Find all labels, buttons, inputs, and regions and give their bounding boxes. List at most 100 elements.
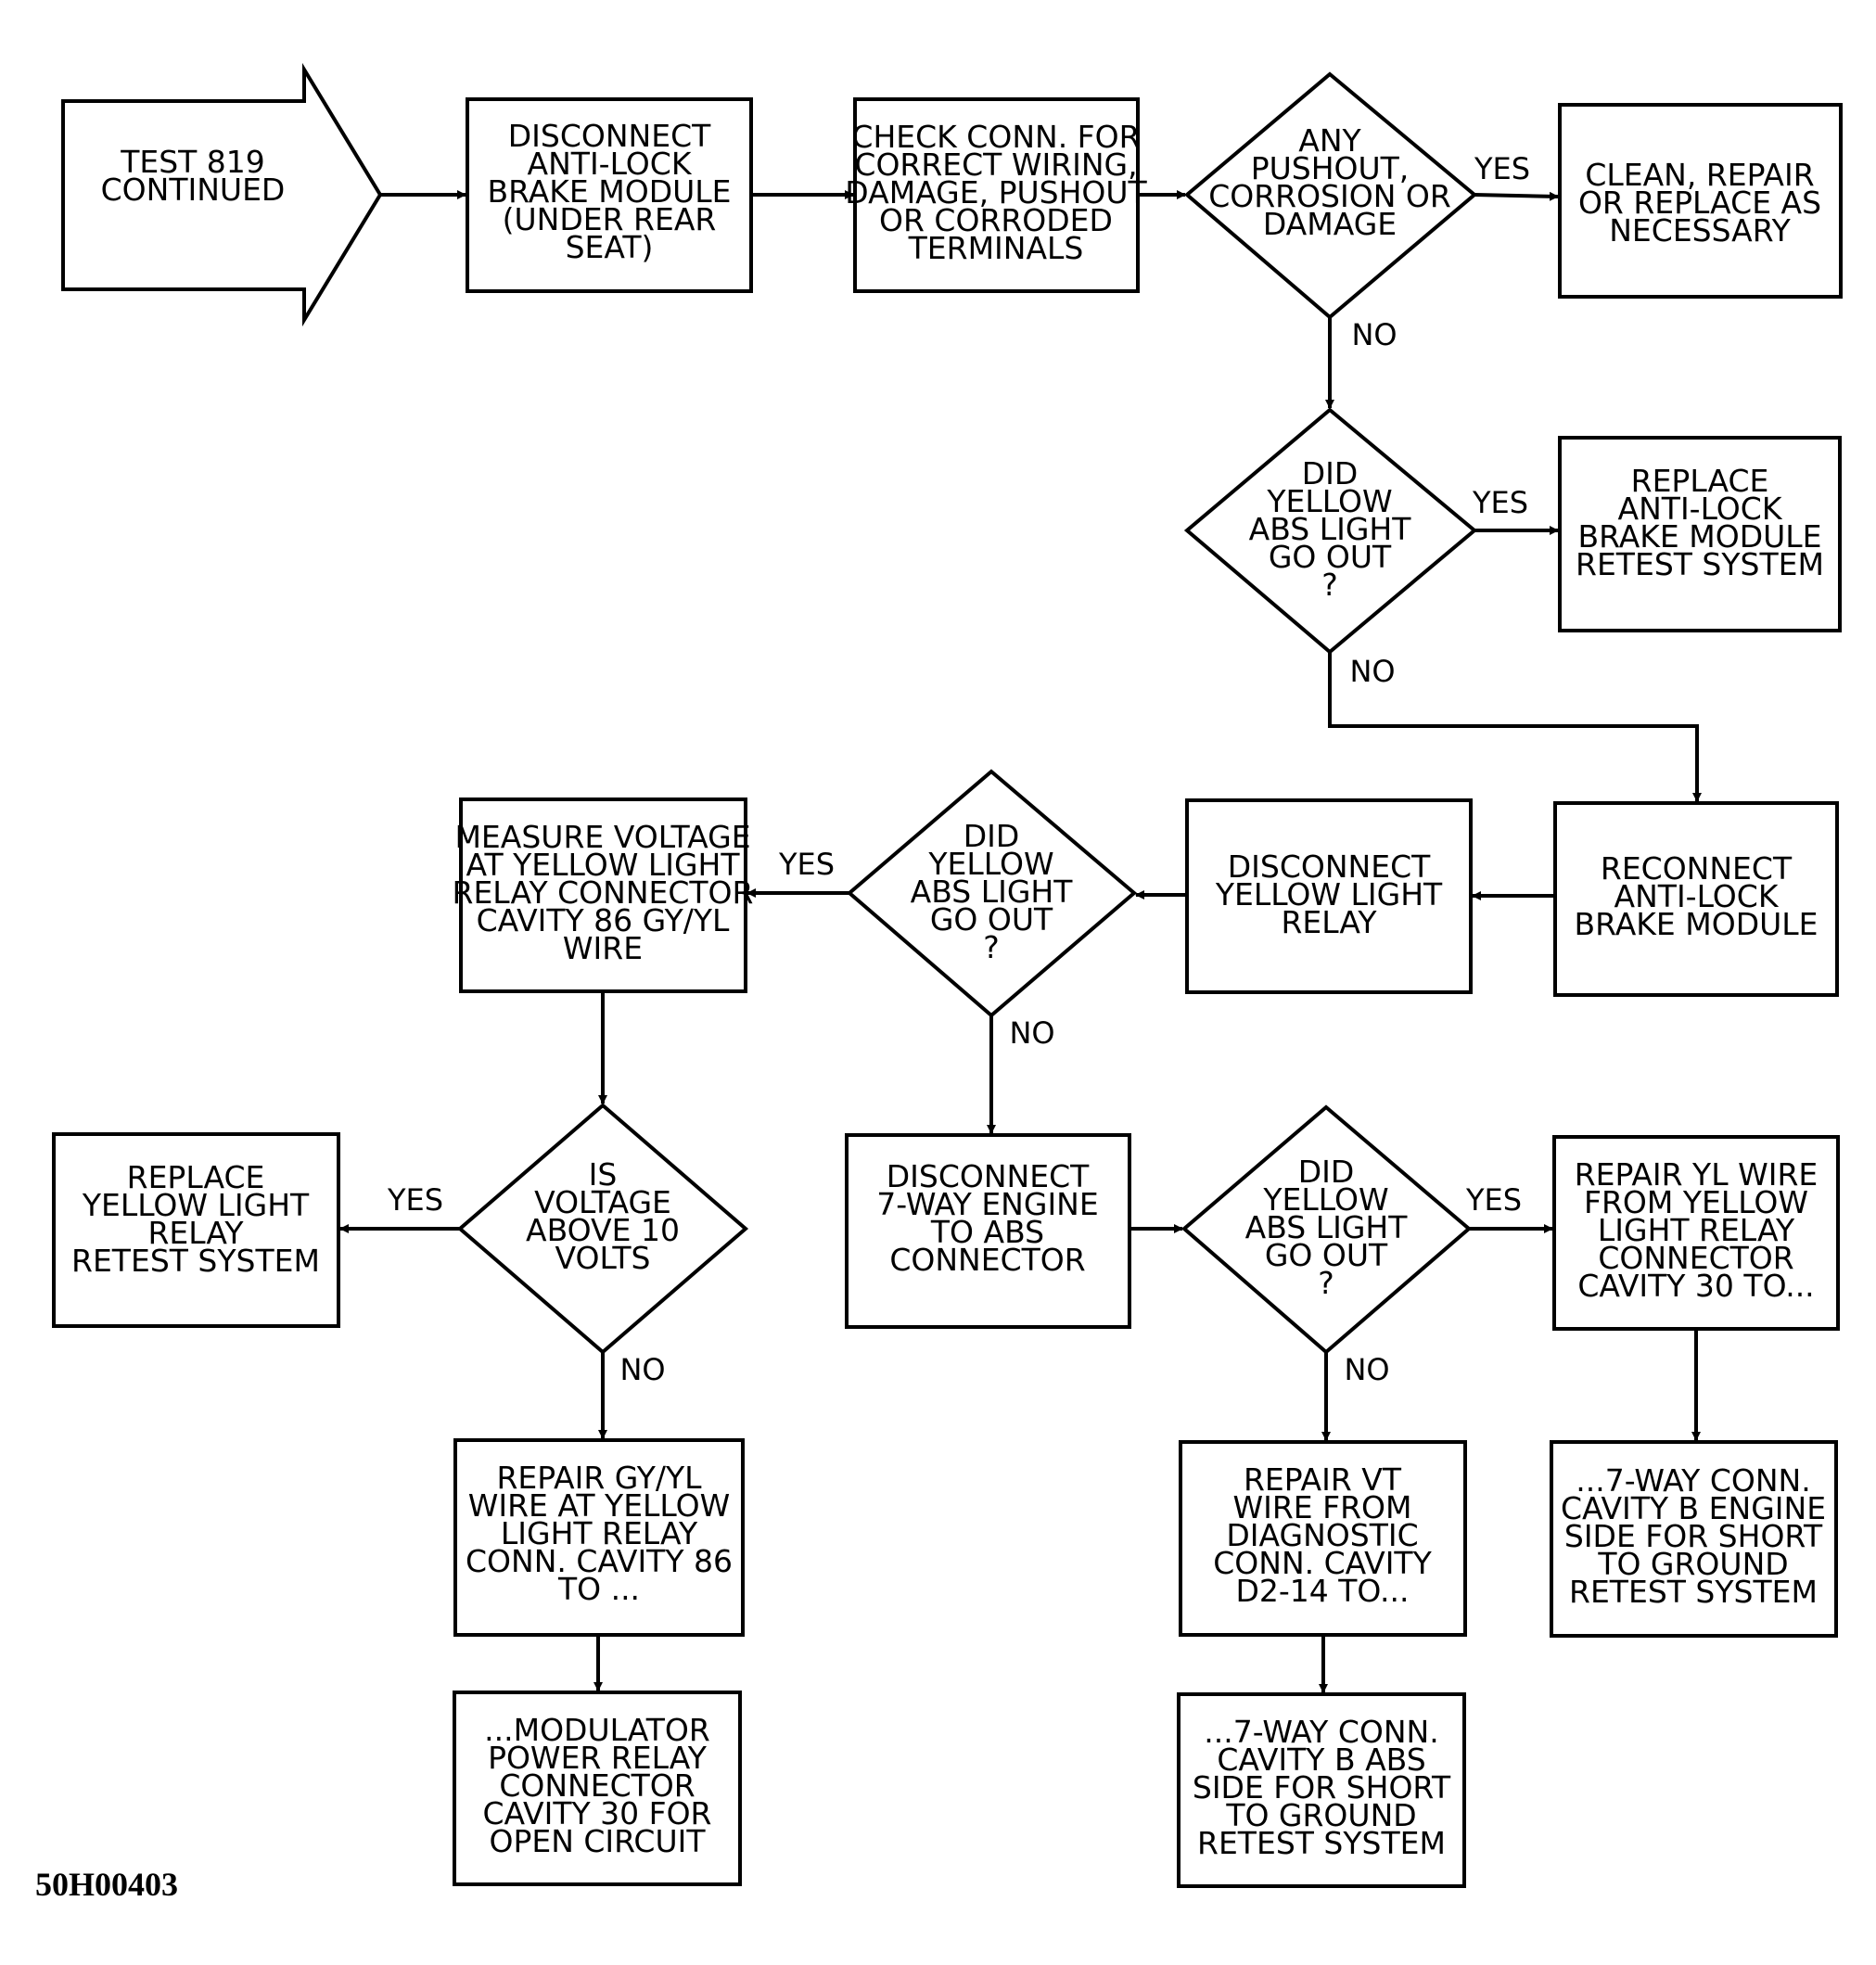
node-text-line: ANTI-LOCK xyxy=(528,146,693,182)
label-light3-no: NO xyxy=(1344,1352,1389,1387)
label-pushout-no: NO xyxy=(1351,317,1397,352)
node-text-line: CLEAN, REPAIR xyxy=(1585,157,1814,193)
node-text-line: CAVITY B ABS xyxy=(1217,1742,1425,1778)
node-text-line: TO GROUND xyxy=(1597,1546,1788,1582)
node-text-line: WIRE xyxy=(563,930,643,966)
node-text-line: POWER RELAY xyxy=(488,1740,708,1776)
node-text-line: LIGHT RELAY xyxy=(501,1515,698,1551)
node-text-line: ANY xyxy=(1298,122,1361,159)
node-text-line: ? xyxy=(983,929,1000,965)
label-light2-yes: YES xyxy=(778,847,835,882)
reconnect-module-box xyxy=(1553,801,1839,997)
label-light3-yes: YES xyxy=(1465,1182,1522,1218)
check-conn-box xyxy=(853,97,1140,293)
node-text-line: YELLOW xyxy=(1262,1181,1388,1218)
node-text-line: CHECK CONN. FOR xyxy=(851,119,1140,155)
node-text-line: REPAIR GY/YL xyxy=(496,1460,702,1496)
node-text-line: DIAGNOSTIC xyxy=(1226,1517,1418,1553)
node-text-line: CONNECTOR xyxy=(889,1242,1085,1278)
node-text-line: RECONNECT xyxy=(1601,850,1793,887)
label-light2-no: NO xyxy=(1009,1015,1054,1051)
node-text-line: CAVITY 30 FOR xyxy=(483,1795,712,1831)
node-text-line: CONTINUED xyxy=(101,172,286,208)
node-text-line: TO GROUND xyxy=(1225,1797,1416,1833)
node-text-line: YELLOW xyxy=(927,846,1053,882)
node-text-line: ...7-WAY CONN. xyxy=(1204,1714,1438,1750)
node-text-line: SIDE FOR SHORT xyxy=(1564,1518,1823,1554)
figure-code: 50H00403 xyxy=(35,1866,178,1903)
node-text-line: CAVITY 86 GY/YL xyxy=(477,902,730,938)
node-text-line: OR REPLACE AS xyxy=(1578,185,1821,221)
disconnect-relay-box xyxy=(1185,798,1473,994)
repair-vt-box xyxy=(1179,1440,1467,1637)
node-text-line: DISCONNECT xyxy=(1228,849,1431,885)
node-text-line: RETEST SYSTEM xyxy=(1576,546,1824,582)
node-text-line: DAMAGE, PUSHOUT xyxy=(845,174,1147,211)
node-text-line: CONN. CAVITY 86 xyxy=(466,1543,733,1579)
node-text-line: YELLOW xyxy=(1266,483,1392,519)
disconnect-7way-box xyxy=(845,1133,1131,1329)
node-text-line: IS xyxy=(589,1156,618,1193)
repair-yl-box xyxy=(1552,1135,1840,1331)
node-text-line: GO OUT xyxy=(1269,539,1392,575)
node-text-line: CORROSION OR xyxy=(1208,178,1451,214)
clean-repair-box xyxy=(1558,103,1843,299)
replace-module-box xyxy=(1558,436,1842,632)
edge-light1-no xyxy=(1328,652,1702,802)
node-text-line: ? xyxy=(1321,567,1338,603)
node-text-line: ABS LIGHT xyxy=(1245,1209,1409,1245)
node-text-line: ABS LIGHT xyxy=(1249,511,1412,547)
node-text-line: RELAY xyxy=(147,1215,244,1251)
node-text-line: (UNDER REAR xyxy=(503,201,717,237)
node-text-line: CONNECTOR xyxy=(1598,1240,1793,1276)
node-text-line: WIRE FROM xyxy=(1233,1489,1412,1525)
node-text-line: PUSHOUT, xyxy=(1251,150,1410,186)
node-text-line: LIGHT RELAY xyxy=(1598,1212,1795,1248)
node-text-line: DID xyxy=(964,818,1020,854)
node-text-line: GO OUT xyxy=(1265,1237,1388,1273)
label-light1-yes: YES xyxy=(1472,485,1528,520)
label-voltage-no: NO xyxy=(619,1352,665,1387)
node-text-line: ABS LIGHT xyxy=(911,874,1074,910)
node-text-line: DISCONNECT xyxy=(887,1158,1090,1194)
start-arrow-shape xyxy=(61,62,383,327)
node-text-line: FROM YELLOW xyxy=(1584,1184,1808,1220)
node-text-line: WIRE AT YELLOW xyxy=(468,1487,731,1524)
seven-way-abs-box xyxy=(1177,1692,1466,1888)
node-text-line: VOLTAGE xyxy=(534,1184,671,1220)
node-text-line: SEAT) xyxy=(566,229,654,265)
label-voltage-yes: YES xyxy=(387,1182,443,1218)
seven-way-engine-box xyxy=(1550,1440,1838,1638)
node-text-line: VOLTS xyxy=(555,1240,651,1276)
node-text-line: REPLACE xyxy=(127,1159,265,1195)
node-text-line: ANTI-LOCK xyxy=(1618,491,1783,527)
label-light1-no: NO xyxy=(1349,654,1395,689)
node-text-line: RELAY xyxy=(1281,904,1377,940)
node-text-line: DAMAGE xyxy=(1263,206,1397,242)
node-text-line: DID xyxy=(1302,455,1359,491)
node-text-line: TERMINALS xyxy=(908,230,1084,266)
edge-pushout-yes xyxy=(1474,191,1559,201)
node-text-line: CAVITY 30 TO... xyxy=(1577,1268,1814,1304)
node-text-line: TEST 819 xyxy=(120,144,265,180)
node-text-line: DISCONNECT xyxy=(508,118,711,154)
node-text-line: CORRECT WIRING, xyxy=(854,147,1137,183)
node-text-line: NECESSARY xyxy=(1609,212,1791,249)
modulator-box xyxy=(453,1691,742,1886)
node-text-line: ABOVE 10 xyxy=(526,1212,680,1248)
